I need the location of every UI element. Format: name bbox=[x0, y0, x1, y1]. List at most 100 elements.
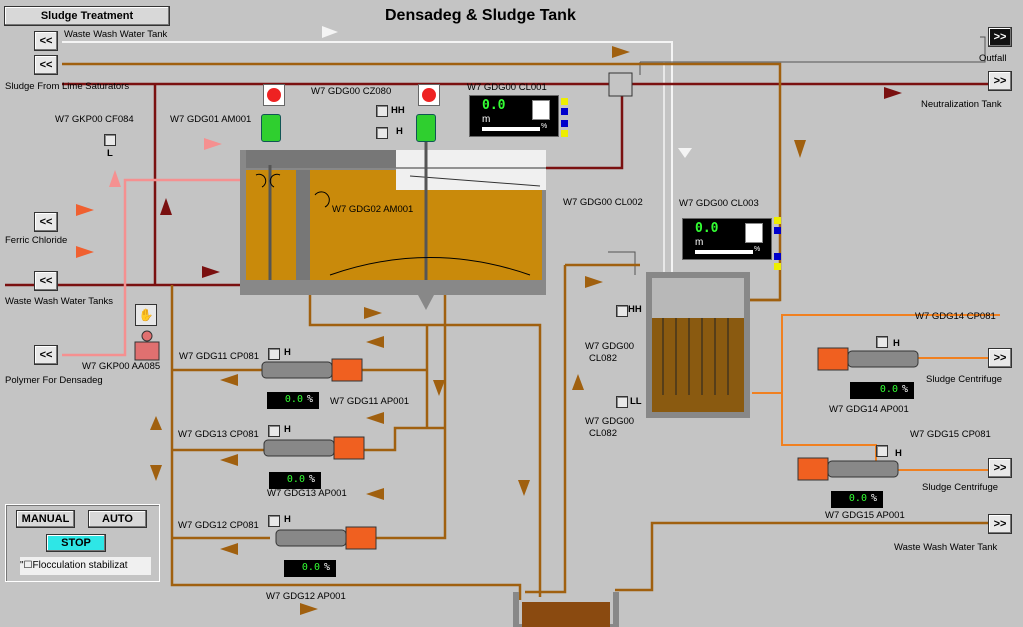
mode-control-panel bbox=[5, 504, 160, 582]
neutralization-label: Neutralization Tank bbox=[921, 99, 1002, 110]
orange-arrows bbox=[76, 204, 94, 258]
centrifuge-2-label: Sludge Centrifuge bbox=[922, 482, 999, 493]
pump-gdg11 bbox=[261, 358, 363, 382]
gdg14-h-label: H bbox=[893, 338, 900, 349]
cl003-alarm-ll bbox=[774, 263, 781, 270]
gdg02-stop-icon[interactable] bbox=[418, 84, 440, 106]
cz080-hh-label: HH bbox=[391, 105, 405, 116]
tag-gdg15-ap001: W7 GDG15 AP001 bbox=[825, 510, 905, 521]
tank-level-icon bbox=[745, 223, 763, 243]
tag-cl082-ll-a: W7 GDG00 bbox=[585, 416, 635, 427]
neutralization-forward-button[interactable]: >> bbox=[988, 71, 1012, 91]
flow-arrows bbox=[150, 46, 806, 615]
pump-gdg12 bbox=[275, 526, 377, 550]
tag-gdg11-cp081: W7 GDG11 CP081 bbox=[179, 351, 260, 362]
waste-wash-water-tank-label: Waste Wash Water Tank bbox=[64, 29, 168, 40]
cz080-hh-switch[interactable] bbox=[376, 105, 388, 117]
cz080-h-switch[interactable] bbox=[376, 127, 388, 139]
stop-button[interactable]: STOP bbox=[46, 534, 106, 552]
gdg02-motor-icon[interactable] bbox=[416, 114, 436, 142]
waste-wash-water-tanks-back-button[interactable]: << bbox=[34, 271, 58, 291]
polymer-label: Polymer For Densadeg bbox=[5, 375, 103, 386]
tag-gdg00-cz080: W7 GDG00 CZ080 bbox=[311, 86, 392, 97]
waste-wash-water-tank-back-button[interactable]: << bbox=[34, 31, 58, 51]
cl003-pct: % bbox=[754, 246, 761, 253]
polymer-pipe bbox=[62, 170, 258, 357]
white-water-pipes bbox=[62, 41, 673, 310]
cl001-bar bbox=[482, 127, 540, 131]
polymer-back-button[interactable]: << bbox=[34, 345, 58, 365]
cl003-unit: m bbox=[695, 237, 704, 248]
tag-cl082-hh-b: CL082 bbox=[589, 353, 617, 364]
tag-gdg12-cp081: W7 GDG12 CP081 bbox=[178, 520, 259, 531]
cl082-hh-switch[interactable] bbox=[616, 305, 628, 317]
gdg12-h-label: H bbox=[284, 514, 291, 525]
white-arrows bbox=[322, 26, 692, 158]
tag-cl082-ll-b: CL082 bbox=[589, 428, 617, 439]
junction-box bbox=[608, 72, 633, 97]
manual-button[interactable]: MANUAL bbox=[16, 510, 75, 528]
waste-wash-water-tanks-label: Waste Wash Water Tanks bbox=[5, 296, 114, 307]
cl001-alarm-l bbox=[561, 120, 568, 127]
sludge-treatment-button[interactable]: Sludge Treatment bbox=[4, 6, 170, 26]
tag-gkp00-aa085: W7 GKP00 AA085 bbox=[82, 361, 161, 372]
cl082-hh-label: HH bbox=[628, 304, 642, 315]
auto-button[interactable]: AUTO bbox=[88, 510, 147, 528]
polymer-valve-aa085[interactable] bbox=[134, 330, 160, 361]
gdg13-value: 0.0 bbox=[286, 474, 305, 485]
gdg01-motor-icon[interactable] bbox=[261, 114, 281, 142]
cl003-level-display: 0.0 m % bbox=[682, 217, 781, 270]
gdg13-unit: % bbox=[308, 474, 315, 485]
waste-wash-water-tank-forward-button[interactable]: >> bbox=[988, 514, 1012, 534]
ferric-chloride-label: Ferric Chloride bbox=[5, 235, 68, 246]
gdg15-speed-display: 0.0% bbox=[831, 491, 883, 508]
sludge-from-lime-back-button[interactable]: << bbox=[34, 55, 58, 75]
centrifuge-1-forward-button[interactable]: >> bbox=[988, 348, 1012, 368]
cl003-alarm-hh bbox=[774, 217, 781, 224]
gdg15-unit: % bbox=[870, 493, 877, 504]
gdg13-speed-display: 0.0% bbox=[269, 472, 321, 489]
gdg14-speed-display: 0.0% bbox=[850, 382, 914, 399]
outfall-forward-button[interactable]: >> bbox=[988, 27, 1012, 47]
tank-level-icon bbox=[532, 100, 550, 120]
pump-gdg14 bbox=[817, 347, 919, 371]
flocculation-field[interactable]: "☐Flocculation stabilizat bbox=[20, 557, 151, 575]
tag-gdg00-cl001: W7 GDG00 CL001 bbox=[467, 82, 547, 93]
gdg11-h-label: H bbox=[284, 347, 291, 358]
cl082-ll-switch[interactable] bbox=[616, 396, 628, 408]
centrifuge-1-label: Sludge Centrifuge bbox=[926, 374, 1003, 385]
gdg12-speed-display: 0.0% bbox=[284, 560, 336, 577]
cz080-h-label: H bbox=[396, 126, 403, 137]
tag-cl082-hh-a: W7 GDG00 bbox=[585, 341, 635, 352]
gdg12-h-switch[interactable] bbox=[268, 515, 280, 527]
gdg15-h-switch[interactable] bbox=[876, 445, 888, 457]
flocculation-text: Flocculation stabilizat bbox=[32, 560, 128, 571]
gdg12-unit: % bbox=[323, 562, 330, 573]
gdg11-speed-display: 0.0% bbox=[267, 392, 319, 409]
gdg13-h-switch[interactable] bbox=[268, 425, 280, 437]
bottom-pit bbox=[513, 592, 619, 627]
tag-gdg15-cp081: W7 GDG15 CP081 bbox=[910, 429, 991, 440]
page-title: Densadeg & Sludge Tank bbox=[385, 7, 576, 24]
cl001-value: 0.0 bbox=[482, 98, 506, 113]
red-arrows bbox=[160, 87, 902, 278]
tag-gdg13-cp081: W7 GDG13 CP081 bbox=[178, 429, 259, 440]
gdg13-h-label: H bbox=[284, 424, 291, 435]
hand-icon[interactable]: ✋ bbox=[135, 304, 157, 326]
cf084-l-label: L bbox=[107, 148, 113, 159]
gdg15-h-label: H bbox=[895, 448, 902, 459]
cf084-switch[interactable] bbox=[104, 134, 116, 146]
ferric-chloride-back-button[interactable]: << bbox=[34, 212, 58, 232]
cl001-alarm-hh bbox=[561, 98, 568, 105]
centrifuge-2-forward-button[interactable]: >> bbox=[988, 458, 1012, 478]
gdg11-h-switch[interactable] bbox=[268, 348, 280, 360]
pink-arrows bbox=[109, 138, 222, 187]
gdg14-h-switch[interactable] bbox=[876, 336, 888, 348]
tag-gdg14-cp081: W7 GDG14 CP081 bbox=[915, 311, 996, 322]
densadeg-tank bbox=[240, 140, 546, 310]
waste-wash-water-tank-out-label: Waste Wash Water Tank bbox=[894, 542, 998, 553]
gdg14-value: 0.0 bbox=[879, 384, 898, 395]
gdg01-stop-icon[interactable] bbox=[263, 84, 285, 106]
cl003-alarm-l bbox=[774, 253, 781, 260]
